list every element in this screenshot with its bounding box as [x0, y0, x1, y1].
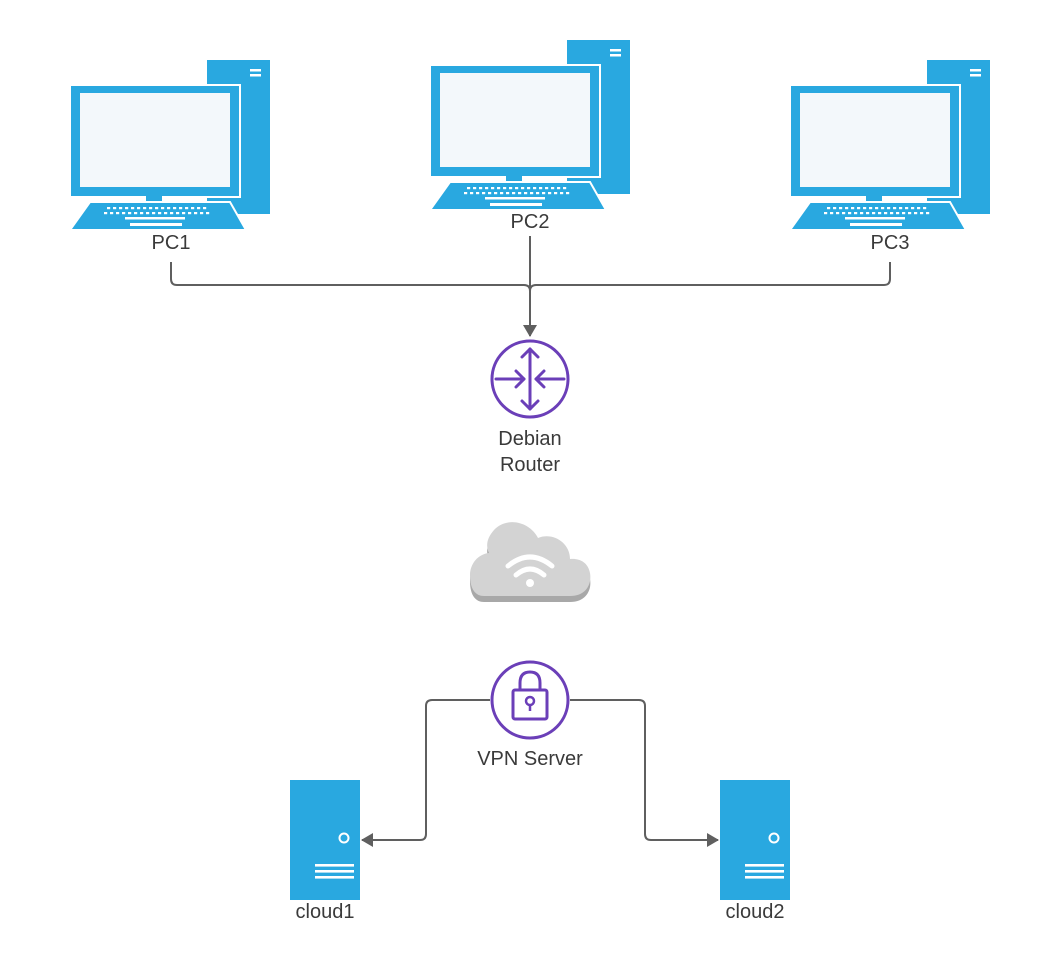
- cloud1-node: [289, 779, 361, 901]
- vpn-server-label: VPN Server: [477, 748, 583, 770]
- connector-lines: [170, 236, 891, 847]
- desktop-computer-icon: [429, 39, 631, 211]
- desktop-computer-icon: [789, 59, 991, 231]
- router-label-line1: Debian: [498, 428, 562, 450]
- pc1-label: PC1: [151, 232, 191, 254]
- connector-pc3-router: [529, 262, 891, 292]
- server-tower-icon: [289, 779, 361, 901]
- desktop-computer-icon: [69, 59, 271, 231]
- router-label-line2: Router: [499, 454, 561, 476]
- wifi-cloud-icon: [470, 522, 591, 602]
- cloud1-label: cloud1: [295, 901, 355, 923]
- pc1-node: [69, 59, 271, 231]
- cloud2-label: cloud2: [725, 901, 785, 923]
- server-tower-icon: [719, 779, 791, 901]
- connector-pc1-router: [170, 262, 537, 337]
- pc3-node: [789, 59, 991, 231]
- pc2-label: PC2: [510, 211, 550, 233]
- connector-vpn-cloud1: [361, 699, 490, 847]
- padlock-icon: [490, 660, 570, 740]
- cloud2-node: [719, 779, 791, 901]
- connector-vpn-cloud2: [570, 699, 719, 847]
- pc2-node: [429, 39, 631, 211]
- router-icon: [490, 339, 570, 419]
- pc3-label: PC3: [870, 232, 910, 254]
